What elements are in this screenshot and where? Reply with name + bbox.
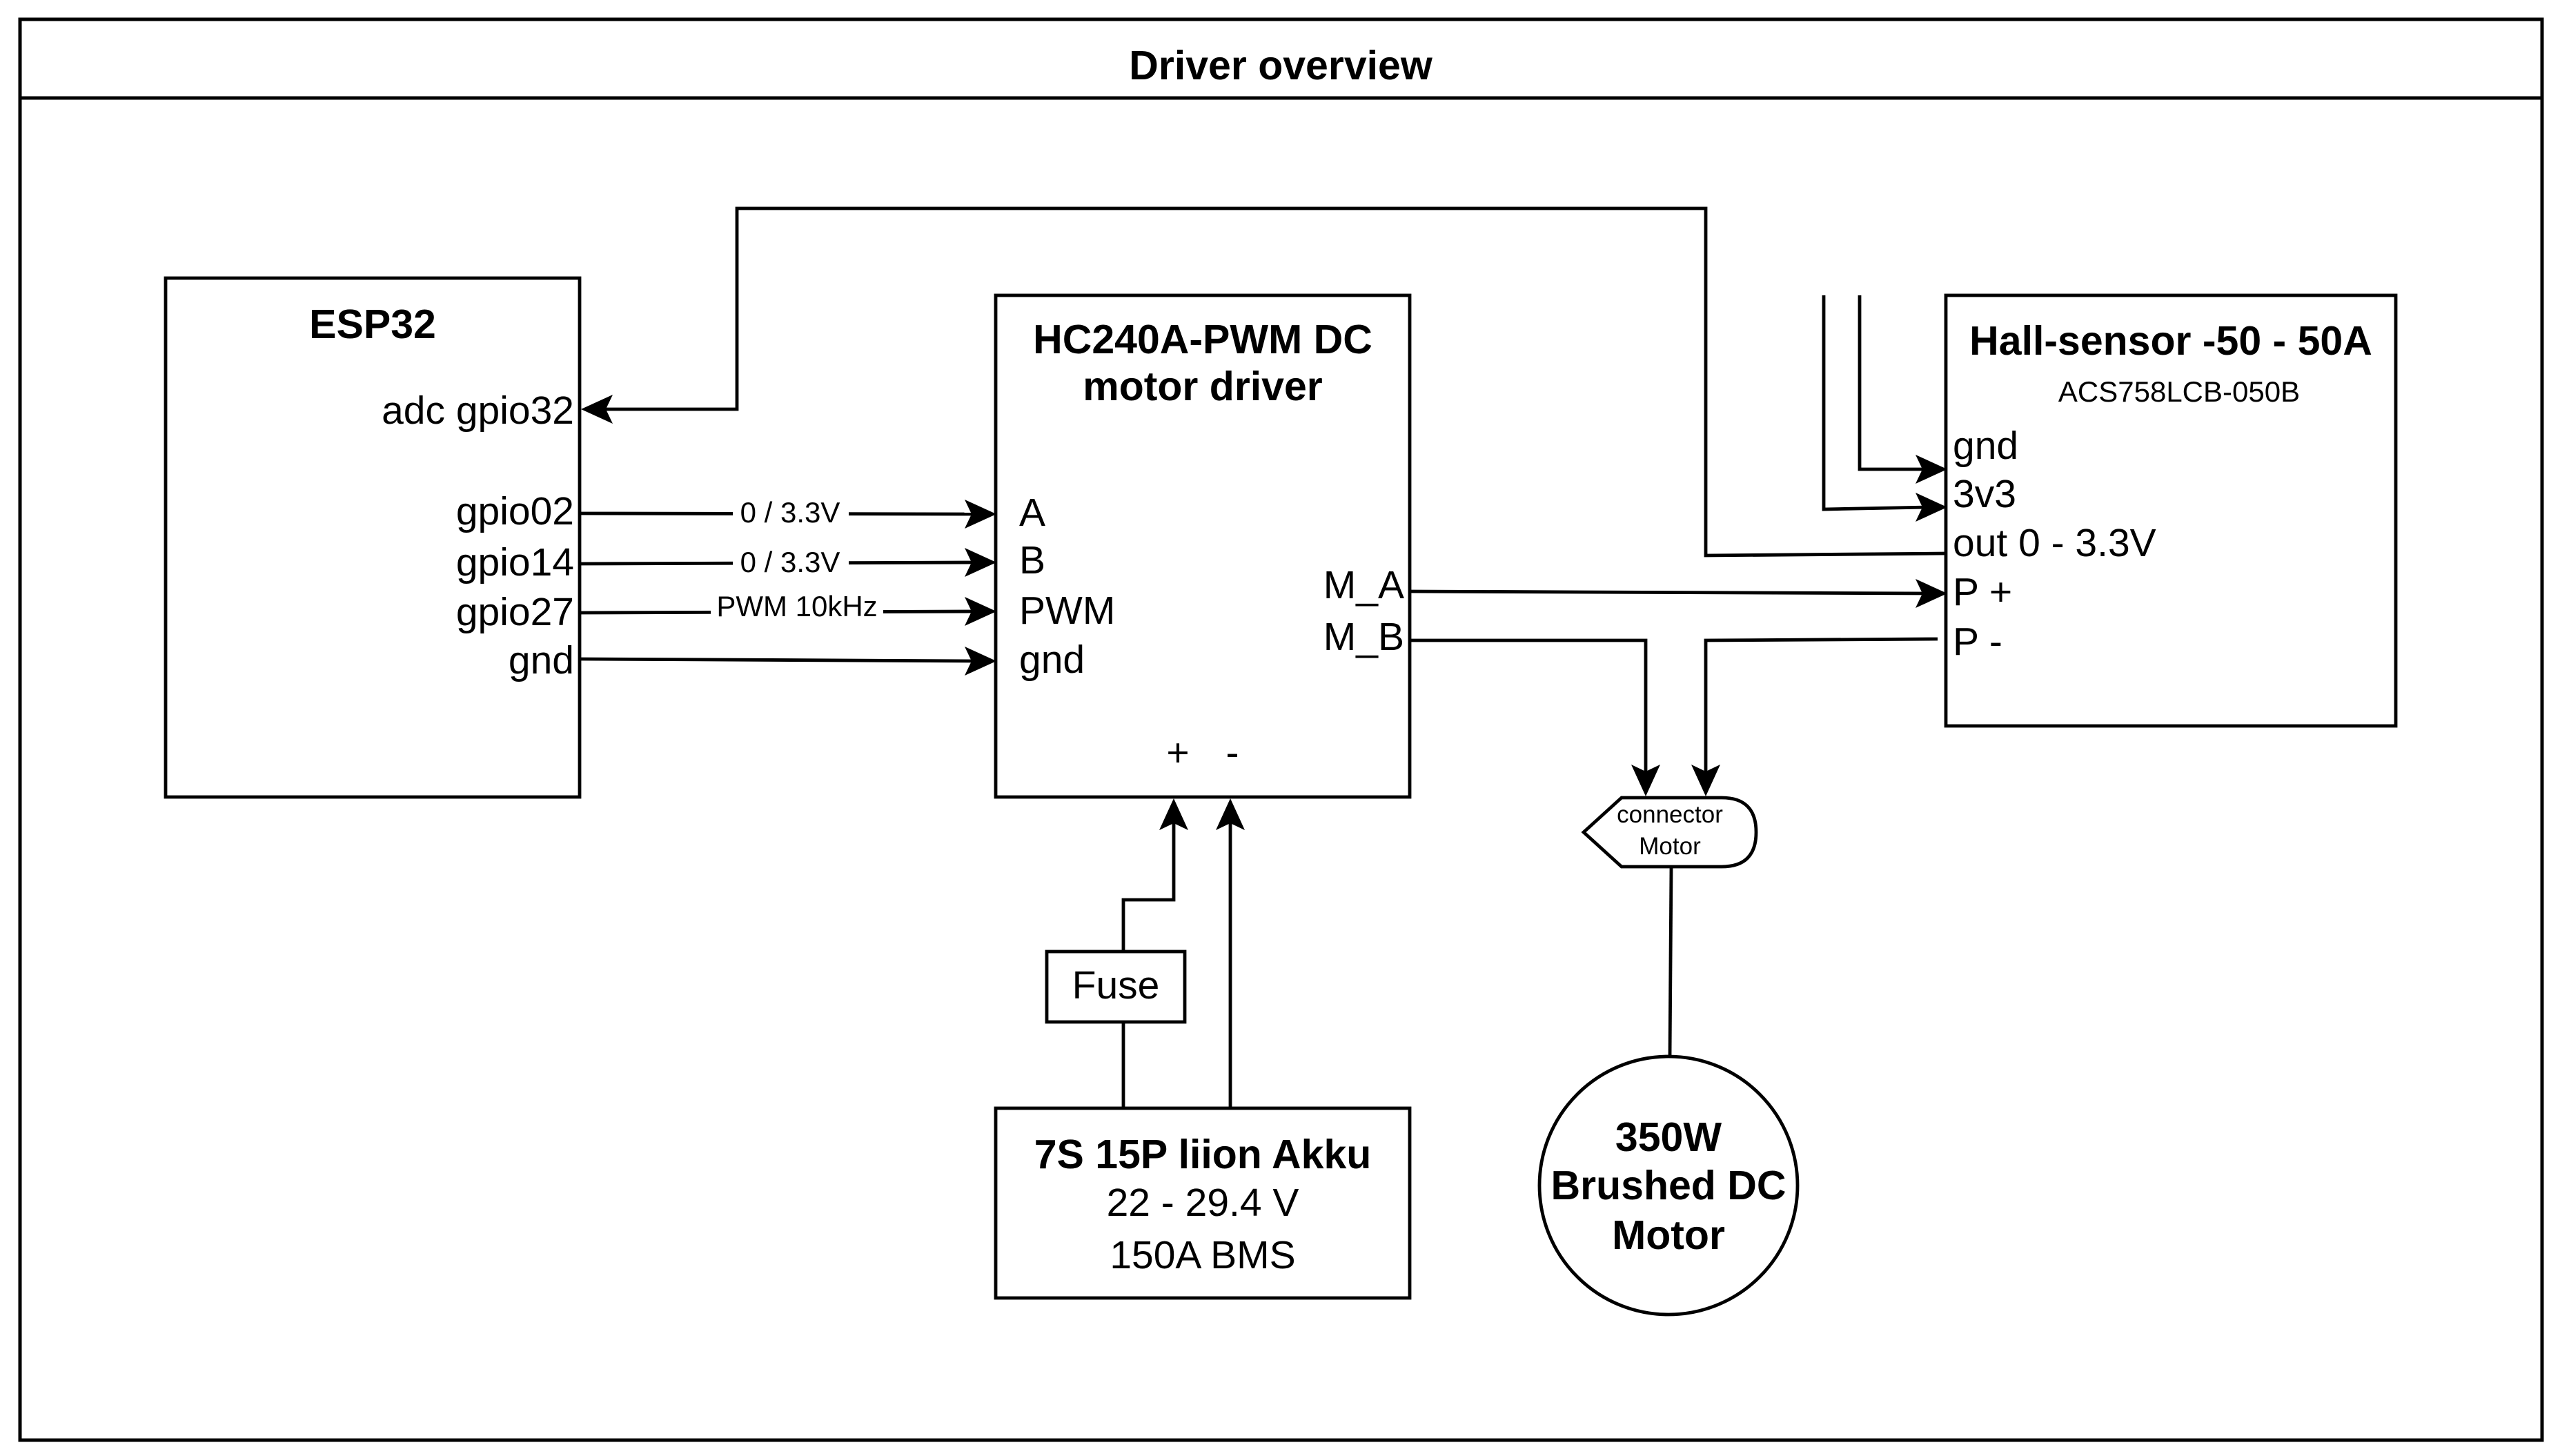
motor-driver-block: HC240A-PWM DC motor driver A B PWM gnd M… xyxy=(994,293,1412,799)
esp32-pin-gpio02: gpio02 xyxy=(456,489,574,533)
esp32-box xyxy=(164,276,582,799)
hall-pin-gnd: gnd xyxy=(1953,424,2018,468)
driver-pin-pwm: PWM xyxy=(1019,589,1115,633)
wire-connector-to-motor xyxy=(1668,866,1673,1057)
wire-p-minus-to-connector xyxy=(1691,637,1938,796)
hall-sensor-block: Hall-sensor -50 - 50A ACS758LCB-050B gnd… xyxy=(1944,293,2398,728)
driver-pin-b: B xyxy=(1019,538,1045,582)
wire-m-b-to-connector xyxy=(1410,638,1660,796)
connector-label-line2: Motor xyxy=(1639,833,1701,860)
hall-sensor-title: Hall-sensor -50 - 50A xyxy=(1969,318,2372,364)
motor-label-line3: Motor xyxy=(1612,1212,1725,1258)
esp32-pin-gpio27: gpio27 xyxy=(456,590,574,634)
motor-driver-title-line2: motor driver xyxy=(1083,364,1323,409)
hall-pin-p-plus: P + xyxy=(1953,570,2012,614)
hall-pin-out: out 0 - 3.3V xyxy=(1953,521,2156,565)
esp32-title: ESP32 xyxy=(309,302,436,347)
battery-block: 7S 15P liion Akku 22 - 29.4 V 150A BMS xyxy=(994,1106,1412,1300)
hall-pin-p-minus: P - xyxy=(1953,620,2002,664)
wire-external-3v3-to-hall xyxy=(1822,295,1947,522)
battery-title: 7S 15P liion Akku xyxy=(1034,1132,1372,1177)
signal-label-bg-1 xyxy=(733,497,849,527)
signal-label-pwm: PWM 10kHz xyxy=(716,590,877,622)
battery-box xyxy=(994,1106,1412,1300)
wire-hall-out-to-adc xyxy=(581,206,1947,558)
signal-label-bg-2 xyxy=(733,547,849,577)
driver-pin-gnd: gnd xyxy=(1019,638,1085,682)
wire-battery-minus xyxy=(1216,798,1245,1108)
esp32-pin-gnd: gnd xyxy=(509,638,574,682)
motor-driver-title-line1: HC240A-PWM DC xyxy=(1033,317,1372,362)
signal-label-bg-3 xyxy=(711,591,883,621)
wire-m-a-to-p-plus xyxy=(1409,579,1947,608)
motor-driver-box xyxy=(994,293,1412,799)
esp32-pin-gpio14: gpio14 xyxy=(456,540,574,584)
hall-sensor-box xyxy=(1944,293,2398,728)
esp32-pin-adc-gpio32: adc gpio32 xyxy=(382,388,574,433)
driver-power-minus: - xyxy=(1226,731,1239,775)
driver-pin-m-a: M_A xyxy=(1323,563,1404,607)
driver-pin-a: A xyxy=(1019,491,1045,535)
hall-pin-3v3: 3v3 xyxy=(1953,472,2016,516)
connector-label-line1: connector xyxy=(1617,801,1723,828)
connector-shape xyxy=(1581,796,1758,869)
driver-pin-m-b: M_B xyxy=(1323,615,1404,659)
fuse-block: Fuse xyxy=(1045,950,1187,1024)
motor-block: 350W Brushed DC Motor xyxy=(1537,1054,1800,1317)
battery-bms: 150A BMS xyxy=(1110,1233,1295,1277)
driver-power-plus: + xyxy=(1166,731,1189,775)
signal-label-b: 0 / 3.3V xyxy=(740,546,840,578)
signal-label-a: 0 / 3.3V xyxy=(740,496,840,529)
fuse-box xyxy=(1045,950,1187,1024)
esp32-block: ESP32 adc gpio32 gpio02 gpio14 gpio27 gn… xyxy=(164,276,582,799)
battery-voltage: 22 - 29.4 V xyxy=(1107,1181,1299,1225)
motor-label-line1: 350W xyxy=(1615,1114,1722,1160)
hall-sensor-part-number: ACS758LCB-050B xyxy=(2058,375,2300,408)
wire-external-gnd-to-hall xyxy=(1858,295,1947,484)
fuse-label: Fuse xyxy=(1072,963,1160,1007)
motor-label-line2: Brushed DC xyxy=(1551,1163,1786,1208)
diagram-title: Driver overview xyxy=(1129,43,1432,88)
motor-circle xyxy=(1537,1054,1800,1317)
wire-gnd-to-gnd xyxy=(580,647,996,676)
motor-connector: connector Motor xyxy=(1581,796,1758,869)
wire-battery-plus-via-fuse xyxy=(1121,798,1188,1108)
